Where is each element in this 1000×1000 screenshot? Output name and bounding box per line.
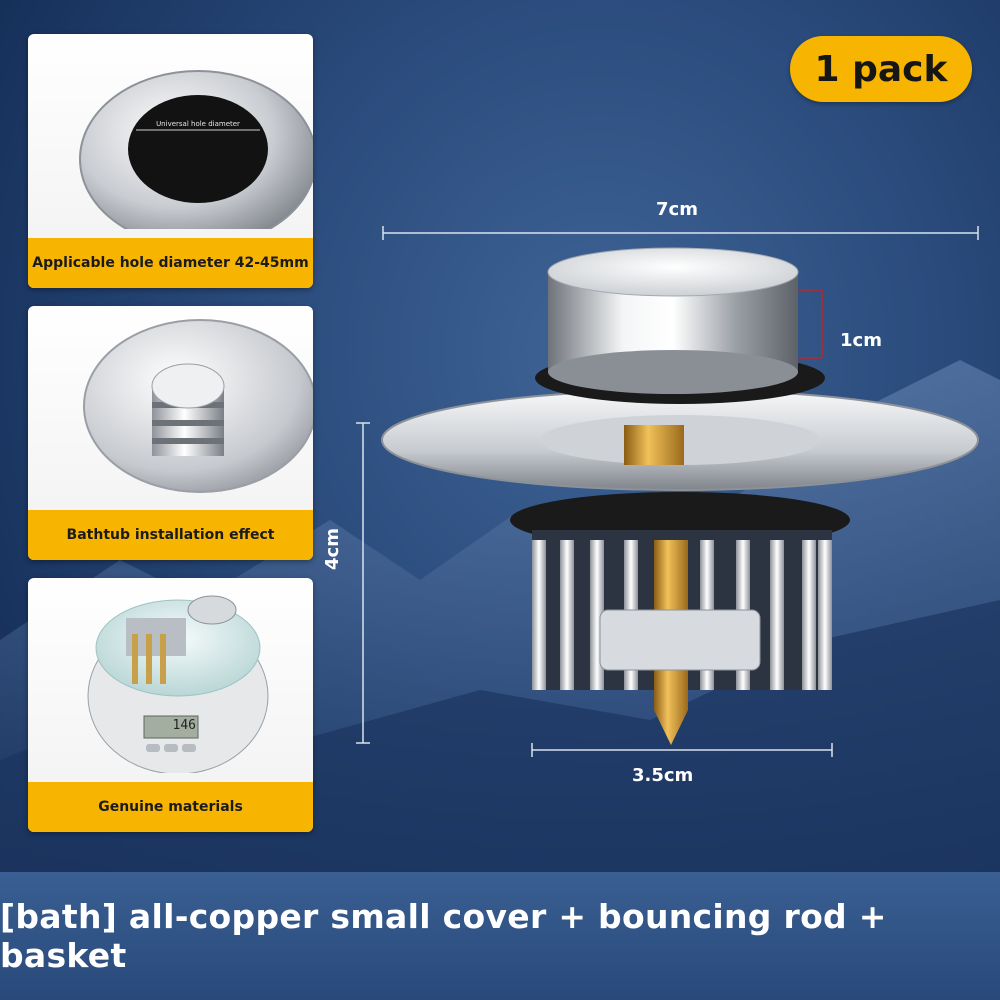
dimension-cap-height: 1cm <box>840 330 882 351</box>
product-title: [bath] all-copper small cover + bouncing… <box>0 897 887 975</box>
card-caption: Applicable hole diameter 42-45mm <box>28 238 313 288</box>
pop-up-drain-stopper-image <box>381 247 979 745</box>
kitchen-scale-image <box>87 595 269 773</box>
bathtub-installation-image <box>83 319 313 493</box>
pack-count-badge: 1 pack <box>790 36 972 102</box>
product-title-banner: [bath] all-copper small cover + bouncing… <box>0 872 1000 1000</box>
dimension-width: 7cm <box>656 199 698 220</box>
feature-card-hole-diameter: Universal hole diameter Applicable hole … <box>28 34 313 288</box>
feature-card-installation: Bathtub installation effect <box>28 306 313 560</box>
scale-reading: 146 <box>172 718 196 733</box>
card-caption: Bathtub installation effect <box>28 510 313 560</box>
drain-cover-top-view-image <box>79 70 313 229</box>
card-caption: Genuine materials <box>28 782 313 832</box>
dimension-basket-width: 3.5cm <box>632 765 694 786</box>
feature-card-materials: 146 Genuine materials <box>28 578 313 832</box>
hole-diameter-label: Universal hole diameter <box>156 120 240 128</box>
